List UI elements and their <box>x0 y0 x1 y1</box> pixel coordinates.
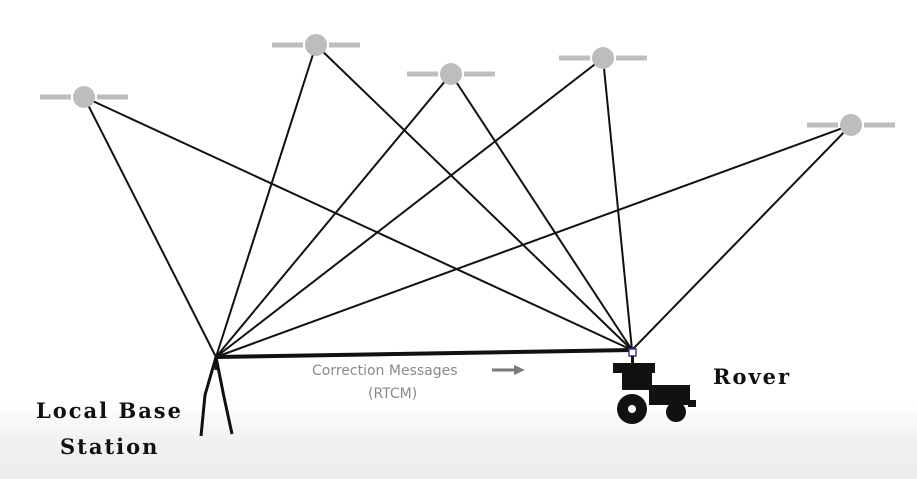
base-signal-line-4 <box>215 57 604 358</box>
tripod-icon <box>199 356 234 437</box>
rtcm-label: (RTCM) <box>368 386 418 402</box>
base-signal-line-5 <box>215 124 852 358</box>
satellite-icon <box>40 86 128 108</box>
correction-messages-label: Correction Messages <box>312 363 458 379</box>
satellite-icon <box>407 63 495 85</box>
base-station-label-line2: Station <box>60 434 160 459</box>
rover-signal-line-2 <box>315 44 633 351</box>
rover-signal-line-5 <box>631 124 852 351</box>
signal-lines <box>83 44 852 358</box>
rover-signal-line-1 <box>83 96 633 351</box>
rover-signal-line-3 <box>450 73 633 351</box>
base-signal-line-1 <box>83 96 217 358</box>
satellite-icon <box>272 34 360 56</box>
rover-signal-line-4 <box>602 57 633 351</box>
satellites-group <box>40 34 895 136</box>
base-signal-line-3 <box>215 73 452 358</box>
satellite-icon <box>559 47 647 69</box>
base-signal-line-2 <box>215 44 317 358</box>
correction-link-line <box>215 348 633 359</box>
arrow-right-icon <box>492 365 525 375</box>
tractor-icon <box>613 348 696 424</box>
base-station-label-line1: Local Base <box>36 398 183 423</box>
rover-label: Rover <box>713 364 792 389</box>
satellite-icon <box>807 114 895 136</box>
